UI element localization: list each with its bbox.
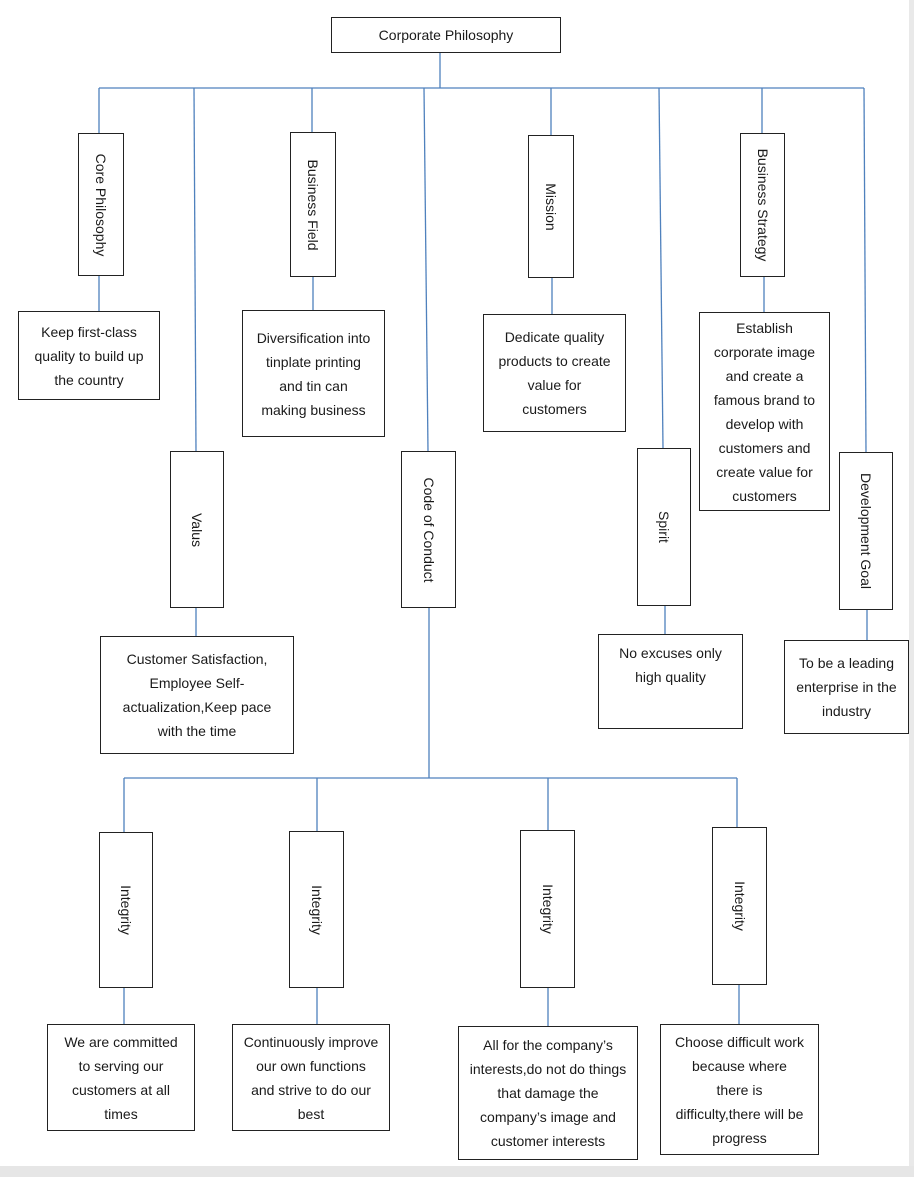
detail-text: Diversification into tinplate printing a… xyxy=(256,329,371,418)
detail-text: Establish corporate image and create a f… xyxy=(713,319,816,504)
category-label: Development Goal xyxy=(858,473,874,589)
category-spirit: Spirit xyxy=(637,448,691,606)
category-business-strategy: Business Strategy xyxy=(740,133,785,277)
conduct-label: Integrity xyxy=(539,884,556,934)
category-code-of-conduct: Code of Conduct xyxy=(401,451,456,608)
category-business-field: Business Field xyxy=(290,132,336,277)
category-development-goal: Development Goal xyxy=(839,452,893,610)
conduct-label: Integrity xyxy=(731,881,748,931)
conduct-integrity-4: Integrity xyxy=(712,827,767,985)
detail-text: Continuously improve our own functions a… xyxy=(243,1033,379,1122)
conduct-detail-3: All for the company’s interests,do not d… xyxy=(458,1026,638,1160)
conduct-label: Integrity xyxy=(308,884,325,935)
category-label: Mission xyxy=(543,182,559,231)
conduct-detail-1: We are committed to serving our customer… xyxy=(47,1024,195,1131)
detail-development-goal: To be a leading enterprise in the indust… xyxy=(784,640,909,734)
page-edge-bottom xyxy=(0,1166,914,1177)
root-node: Corporate Philosophy xyxy=(331,17,561,53)
conduct-integrity-3: Integrity xyxy=(520,830,575,988)
category-label: Code of Conduct xyxy=(420,476,437,583)
category-label: Spirit xyxy=(656,511,672,543)
category-valus: Valus xyxy=(170,451,224,608)
category-label: Core Philosophy xyxy=(93,153,109,256)
detail-text: Choose difficult work because where ther… xyxy=(675,1033,804,1146)
detail-spirit: No excuses only high quality xyxy=(598,634,743,729)
category-label: Business Strategy xyxy=(754,148,771,262)
conduct-integrity-2: Integrity xyxy=(289,831,344,988)
category-mission: Mission xyxy=(528,135,574,278)
detail-text: Dedicate quality products to create valu… xyxy=(498,329,611,417)
detail-text: All for the company’s interests,do not d… xyxy=(469,1037,627,1149)
detail-valus: Customer Satisfaction, Employee Self-act… xyxy=(100,636,294,754)
category-label: Valus xyxy=(189,512,205,547)
category-label: Business Field xyxy=(305,158,321,251)
detail-text: No excuses only high quality xyxy=(619,645,722,685)
detail-mission: Dedicate quality products to create valu… xyxy=(483,314,626,432)
detail-core-philosophy: Keep first-class quality to build up the… xyxy=(18,311,160,400)
detail-text: Keep first-class quality to build up the… xyxy=(34,323,144,388)
conduct-label: Integrity xyxy=(118,885,134,935)
detail-text: Customer Satisfaction, Employee Self-act… xyxy=(122,651,272,739)
category-core-philosophy: Core Philosophy xyxy=(78,133,124,276)
conduct-integrity-1: Integrity xyxy=(99,832,153,988)
conduct-detail-4: Choose difficult work because where ther… xyxy=(660,1024,819,1155)
root-label: Corporate Philosophy xyxy=(378,27,514,43)
detail-business-strategy: Establish corporate image and create a f… xyxy=(699,312,830,511)
detail-business-field: Diversification into tinplate printing a… xyxy=(242,310,385,437)
detail-text: We are committed to serving our customer… xyxy=(64,1033,178,1122)
detail-text: To be a leading enterprise in the indust… xyxy=(796,655,897,719)
page-edge-right xyxy=(909,0,914,1177)
conduct-detail-2: Continuously improve our own functions a… xyxy=(232,1024,390,1131)
